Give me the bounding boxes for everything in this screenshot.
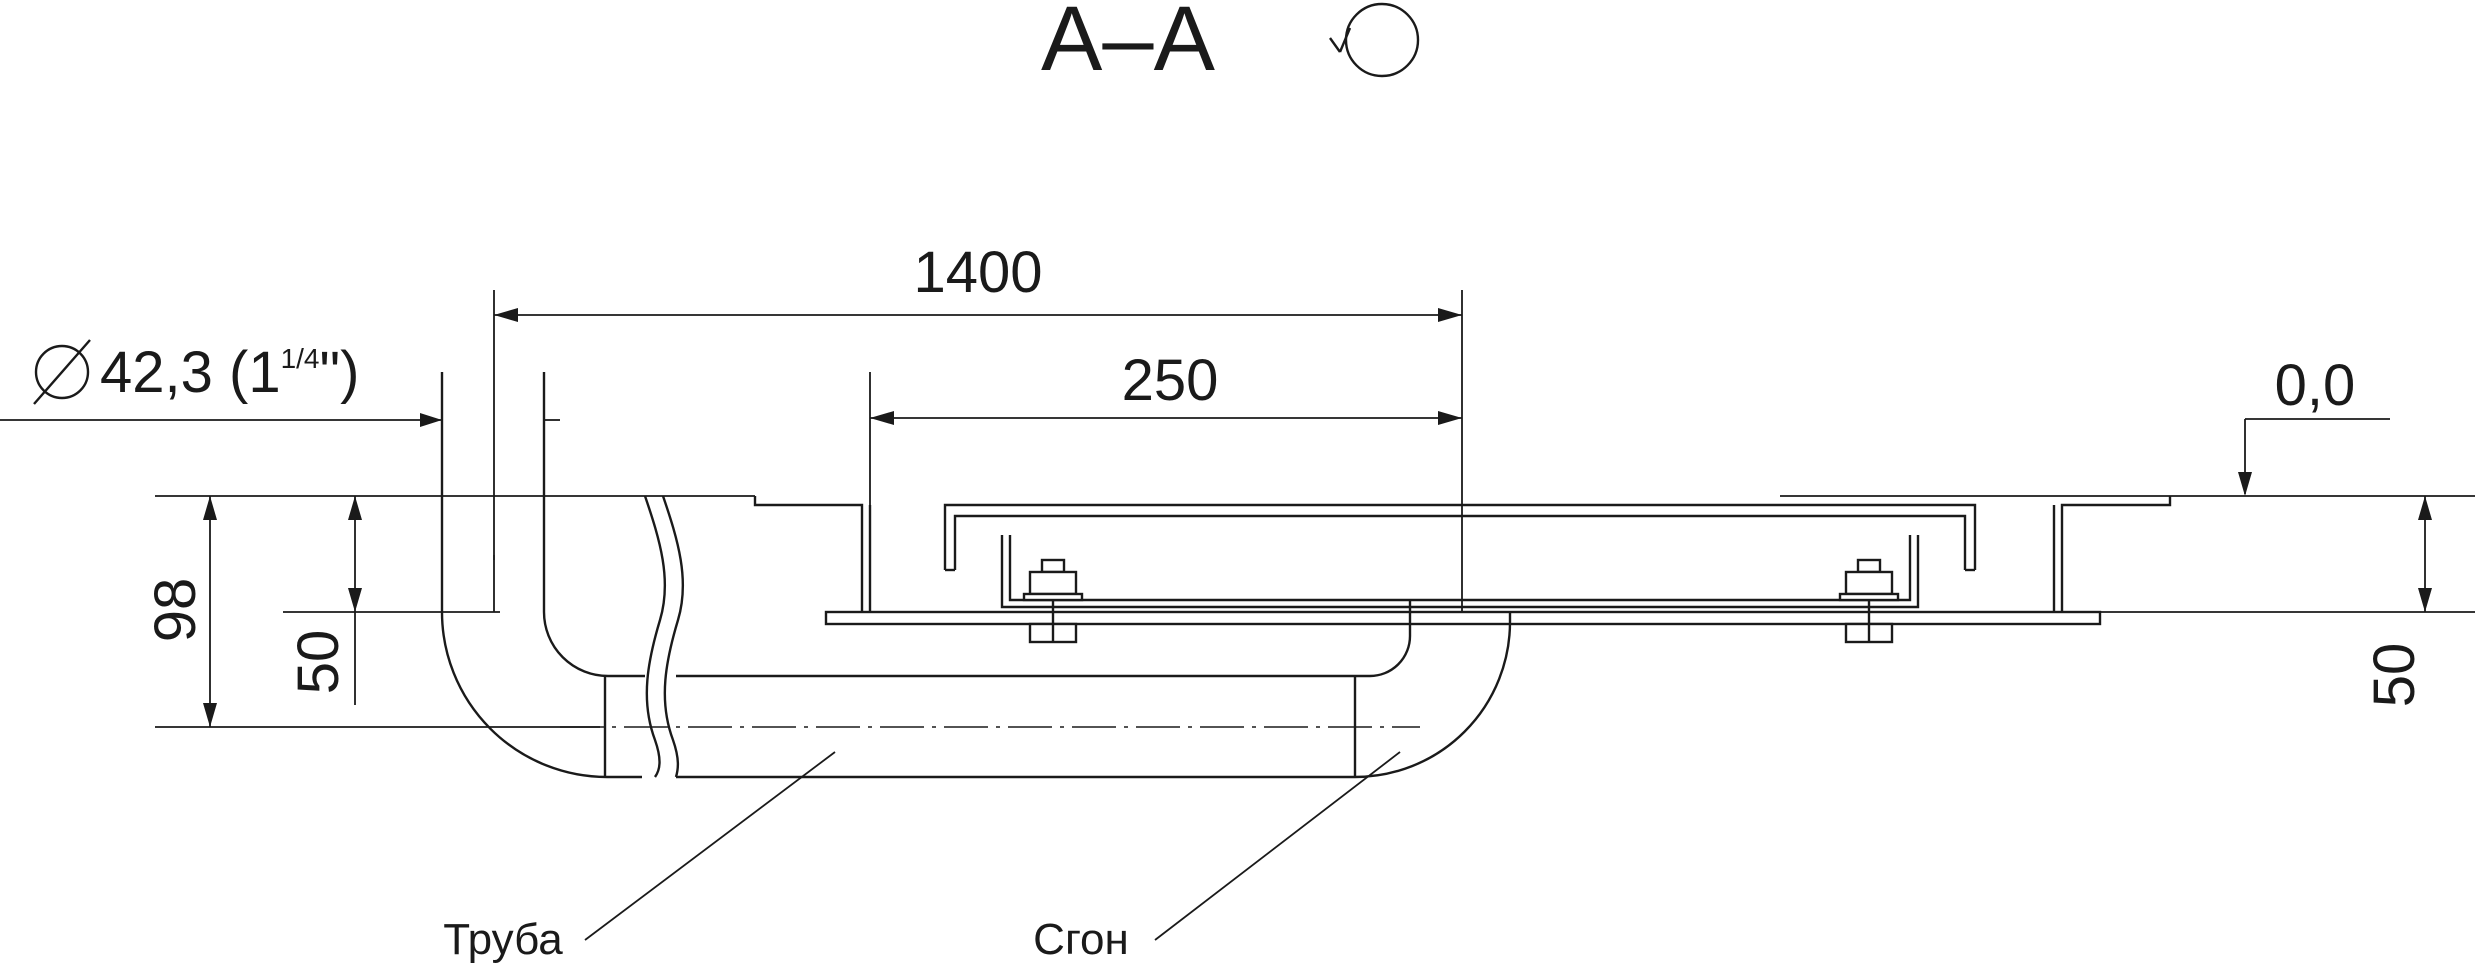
level-mark: 0,0	[2238, 353, 2390, 496]
right-height-dimension: 50	[2362, 496, 2432, 707]
left-height-value: 50	[286, 630, 351, 695]
pipe	[440, 372, 1357, 779]
overall-length-value: 1400	[913, 240, 1042, 305]
pipe-leader: Труба	[443, 751, 836, 964]
frame-assembly	[753, 496, 2172, 644]
total-height-value: 98	[143, 578, 208, 643]
coupling	[1354, 600, 1512, 779]
section-title: А–А	[1041, 0, 1216, 90]
right-height-value: 50	[2362, 643, 2427, 708]
inner-length-value: 250	[1122, 348, 1219, 413]
coupling-leader: Сгон	[1033, 751, 1401, 964]
diameter-fraction: 1/4	[281, 343, 320, 374]
rotation-icon	[1329, 2, 1420, 78]
diameter-icon	[33, 339, 91, 405]
diameter-value: 42,3 (11/4")	[100, 340, 359, 405]
coupling-label: Сгон	[1033, 915, 1129, 964]
overall-length-dimension: 1400	[493, 240, 1463, 612]
inner-length-dimension: 250	[869, 348, 1462, 612]
reference-lines	[155, 495, 2475, 728]
diameter-suffix: ")	[320, 340, 360, 405]
bolt-left	[1022, 558, 1084, 644]
bolt-right	[1838, 558, 1900, 644]
pipe-label: Труба	[443, 915, 563, 964]
total-height-dimension: 98	[143, 496, 217, 727]
level-mark-value: 0,0	[2275, 353, 2356, 418]
diameter-dimension: 42,3 (11/4")	[0, 339, 560, 427]
left-height-dimension: 50	[286, 496, 362, 705]
